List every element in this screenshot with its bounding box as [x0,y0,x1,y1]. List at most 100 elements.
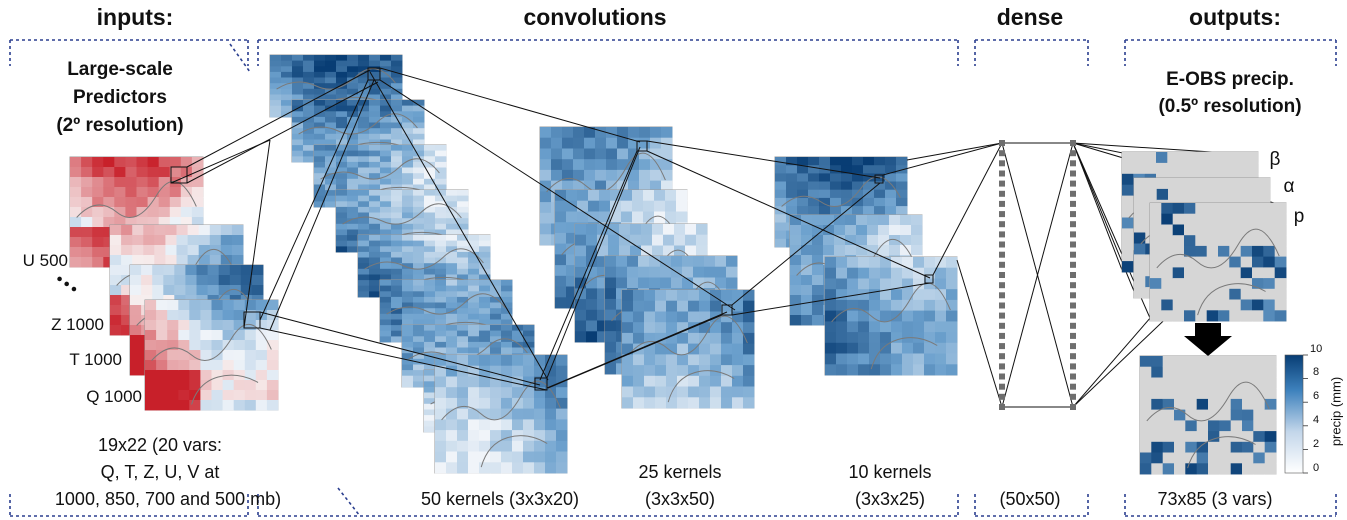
map-cell [1224,188,1237,201]
map-cell [1172,213,1185,225]
map-cell [830,165,842,174]
map-cell [501,347,513,354]
map-cell [380,83,392,90]
map-cell [347,116,359,123]
map-cell [314,128,326,135]
map-cell [222,350,235,361]
map-cell [176,225,188,236]
map-cell [103,207,115,218]
map-cell [512,330,524,337]
map-cell [586,245,598,257]
map-cell [255,390,268,401]
map-cell [325,167,337,174]
map-cell [551,148,563,160]
map-cell [325,105,337,112]
map-cell [523,397,535,409]
map-cell [336,201,348,208]
map-cell [103,247,115,258]
map-cell [1229,256,1241,268]
map-cell [586,224,598,236]
map-cell [1253,388,1265,400]
map-cell [1184,213,1196,225]
map-cell [446,341,458,348]
map-cell [191,177,204,188]
map-cell [540,137,552,149]
map-cell [336,173,348,180]
map-cell [1264,420,1277,432]
map-cell [369,145,381,151]
map-cell [847,332,859,344]
map-cell [644,354,656,366]
map-cell [790,245,802,256]
dense-node [999,200,1005,207]
map-cell [347,190,359,196]
map-cell [595,137,607,149]
map-cell [556,440,568,452]
map-cell [270,111,282,118]
map-cell [413,116,425,123]
map-cell [562,127,574,139]
map-cell [358,167,370,174]
map-cell [158,167,171,178]
map-cell [446,313,458,320]
map-cell [880,278,892,290]
map-cell [325,150,337,157]
map-cell [608,234,620,246]
map-cell [402,100,414,106]
map-cell [292,71,304,78]
map-cell [196,275,208,286]
map-cell [555,222,567,234]
map-cell [913,310,925,322]
map-cell [435,451,447,463]
map-cell [130,365,142,376]
map-cell [413,341,425,348]
map-cell [141,285,153,296]
map-cell [457,190,469,196]
map-cell [555,190,567,202]
map-cell [233,320,246,331]
map-cell [200,350,212,361]
map-cell [1122,184,1134,196]
map-cell [605,331,617,343]
map-cell [457,408,469,420]
map-cell [1242,441,1254,453]
map-cell [1218,245,1230,257]
map-cell [391,178,403,185]
map-cell [1190,178,1203,190]
map-cell [325,156,337,163]
map-cell [347,184,359,191]
map-cell [358,240,370,247]
map-cell [198,255,211,266]
map-cell [710,365,722,377]
map-cell [468,308,480,315]
map-cell [743,365,755,377]
map-cell [121,285,133,296]
map-cell [825,267,837,279]
map-cell [270,88,282,95]
map-cell [501,365,513,377]
map-cell [413,145,425,151]
map-cell [413,257,425,264]
dense-node [1070,190,1076,197]
map-cell [81,247,93,258]
map-cell [92,167,104,178]
map-cell [110,235,122,246]
map-cell [551,127,563,139]
map-cell [314,178,326,185]
map-cell [369,195,381,202]
map-cell [699,322,711,334]
map-cell [136,177,148,188]
map-cell [468,274,480,281]
map-cell [852,197,864,207]
map-cell [1185,388,1197,400]
map-cell [801,265,813,276]
map-cell [1167,152,1179,164]
map-cell [1230,420,1243,432]
map-cell [743,354,755,366]
map-cell [1206,224,1219,236]
map-cell [154,245,166,256]
map-cell [314,161,326,168]
map-cell [169,217,182,228]
map-cell [606,159,618,171]
map-cell [935,267,947,279]
